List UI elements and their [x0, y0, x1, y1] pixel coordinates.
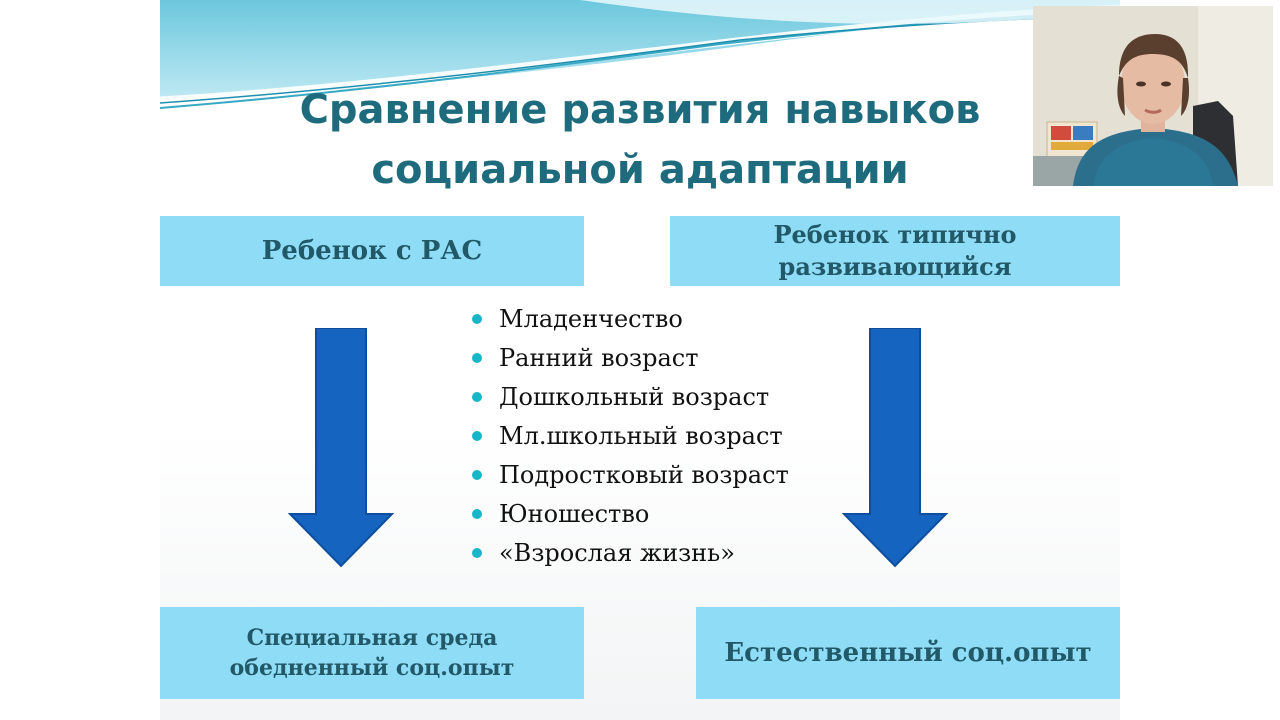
down-arrow-left-icon	[288, 328, 394, 568]
list-item: Подростковый возраст	[472, 456, 789, 495]
natural-experience-box: Естественный соц.опыт	[696, 607, 1120, 699]
presenter-video-icon	[1033, 6, 1273, 186]
bullet-icon	[472, 470, 482, 480]
bullet-icon	[472, 314, 482, 324]
title-line-2: социальной адаптации	[371, 147, 909, 193]
list-item: Дошкольный возраст	[472, 378, 789, 417]
typical-child-label-1: Ребенок типично	[773, 220, 1017, 249]
presentation-slide: Сравнение развития навыков социальной ад…	[160, 0, 1120, 720]
list-item: Мл.школьный возраст	[472, 417, 789, 456]
asd-child-label: Ребенок с РАС	[261, 236, 483, 266]
bullet-icon	[472, 392, 482, 402]
special-environment-label-1: Специальная среда	[246, 625, 498, 651]
special-environment-label-2: обедненный соц.опыт	[229, 655, 515, 681]
list-item: Юношество	[472, 495, 789, 534]
header-waves-decoration	[160, 0, 1120, 109]
bullet-icon	[472, 548, 482, 558]
list-item: Младенчество	[472, 300, 789, 339]
asd-child-box: Ребенок с РАС	[160, 216, 584, 286]
bullet-icon	[472, 353, 482, 363]
bullet-icon	[472, 509, 482, 519]
bullet-icon	[472, 431, 482, 441]
typical-child-label-2: развивающийся	[778, 252, 1012, 281]
typical-child-box: Ребенок типично развивающийся	[670, 216, 1120, 286]
title-line-1: Сравнение развития навыков	[299, 87, 981, 133]
list-item: Ранний возраст	[472, 339, 789, 378]
down-arrow-right-icon	[842, 328, 948, 568]
natural-experience-label: Естественный соц.опыт	[724, 638, 1092, 668]
slide-title: Сравнение развития навыков социальной ад…	[160, 80, 1120, 200]
presenter-video-drawing	[1033, 6, 1273, 186]
age-stages-list: Младенчество Ранний возраст Дошкольный в…	[472, 300, 789, 573]
list-item: «Взрослая жизнь»	[472, 534, 789, 573]
special-environment-box: Специальная среда обедненный соц.опыт	[160, 607, 584, 699]
